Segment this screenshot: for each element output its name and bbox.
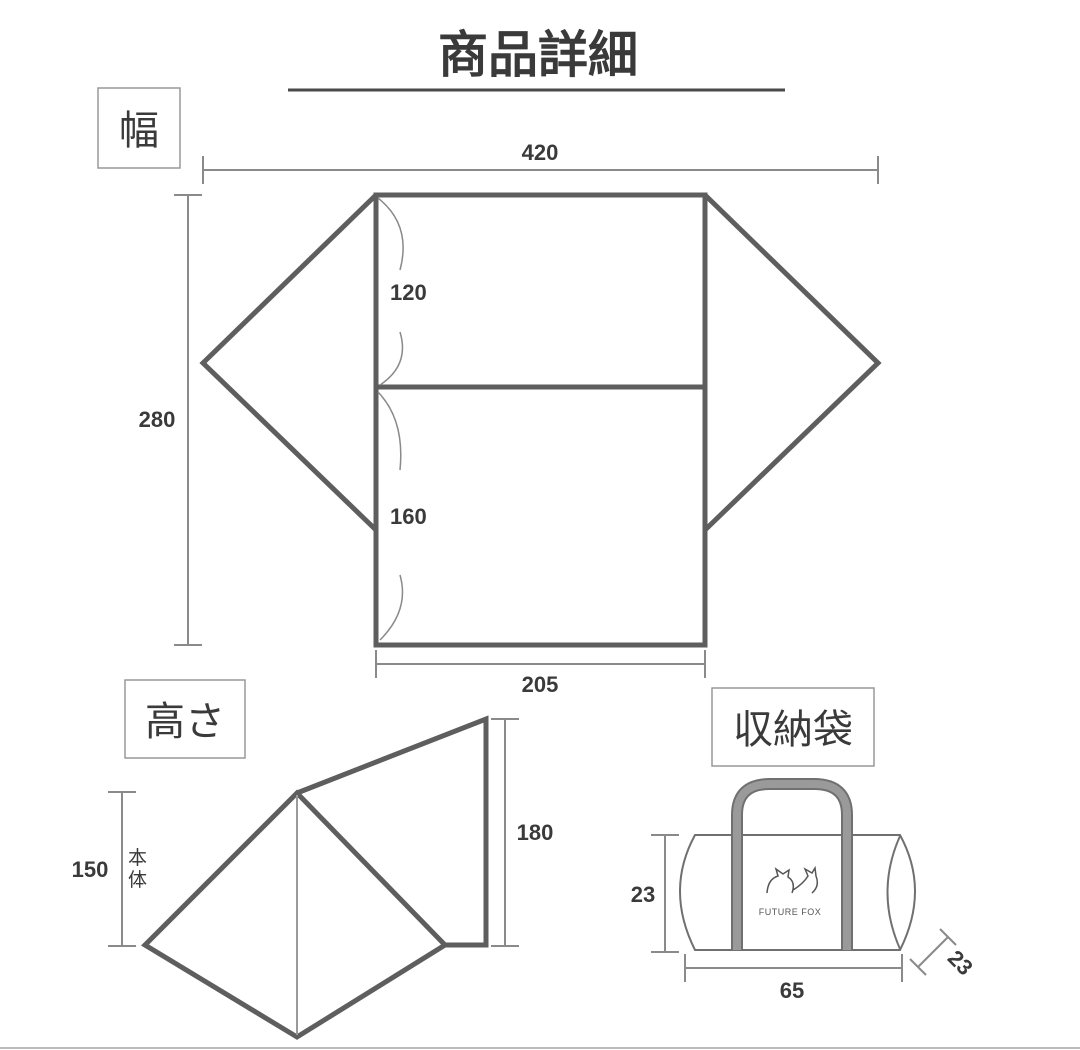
tent-side-view [140,715,489,1040]
body-label-char-1: 本 [128,847,147,869]
height-section-box [124,679,246,759]
width-section-label: 幅 [119,108,159,154]
bag-length-value: 65 [780,978,804,1003]
total-height-value: 180 [517,820,554,845]
total-width-dimension [202,156,879,184]
total-width-value: 420 [522,140,559,165]
body-label-char-2: 体 [128,869,147,891]
inner-width-value: 205 [522,672,559,697]
storage-bag-illustration [679,778,916,951]
depth-arcs [377,197,404,641]
fox-logo-icon [766,865,819,894]
body-height-dimension [108,791,136,947]
bag-height-value: 23 [631,882,655,907]
bag-depth-value: 23 [943,945,978,980]
bag-height-dimension [651,834,679,953]
front-depth-value: 120 [390,280,427,305]
bag-section-box [711,687,875,767]
total-height-dimension [491,718,519,947]
bag-depth-dimension [909,928,957,976]
body-height-value: 150 [72,857,109,882]
inner-depth-value: 160 [390,504,427,529]
height-section-label: 高さ [145,699,225,745]
tent-top-view [199,192,882,648]
total-depth-value: 280 [139,407,176,432]
bag-logo-text: FUTURE FOX [759,907,822,917]
total-depth-dimension [174,194,202,646]
width-section-box [97,87,181,169]
bag-length-dimension [684,954,903,982]
page-title: 商品詳細 [438,26,638,84]
inner-width-dimension [375,650,706,678]
bag-section-label: 収納袋 [733,707,853,753]
